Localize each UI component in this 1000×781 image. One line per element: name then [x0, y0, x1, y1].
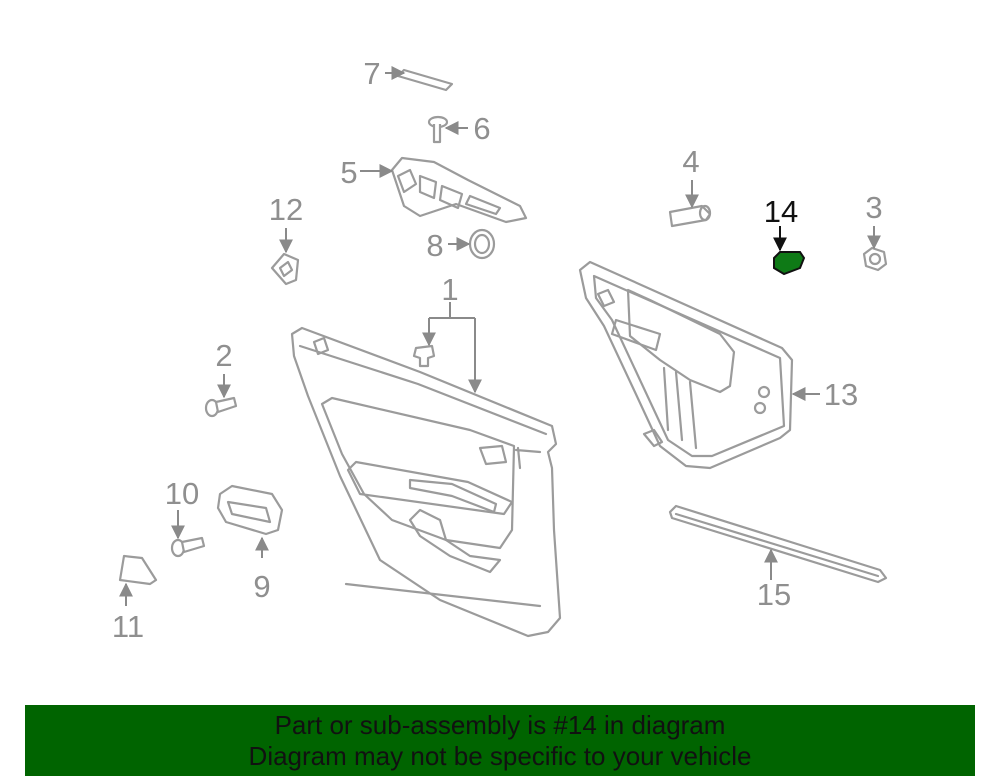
- banner-line-1: Part or sub-assembly is #14 in diagram: [274, 709, 726, 740]
- callout-8: 8: [426, 228, 443, 263]
- parts-diagram: 7 6 5 8 12: [112, 56, 888, 644]
- part-2-screw: 2: [204, 338, 238, 418]
- callout-14: 14: [764, 194, 798, 229]
- part-1-door-panel: 1: [290, 272, 562, 638]
- callout-1: 1: [441, 272, 458, 307]
- part-3-nut: 3: [862, 190, 888, 272]
- banner-line-2: Diagram may not be specific to your vehi…: [248, 740, 752, 771]
- callout-12: 12: [269, 192, 303, 227]
- callout-11: 11: [112, 609, 144, 644]
- callout-10: 10: [165, 476, 199, 511]
- part-14-cover-highlighted: 14: [764, 194, 806, 276]
- part-9-handle-bezel: 9: [216, 484, 284, 604]
- part-10-screw: 10: [165, 476, 206, 558]
- part-12-clip: 12: [269, 192, 303, 286]
- info-banner: Part or sub-assembly is #14 in diagram D…: [25, 705, 975, 776]
- part-6-pin: 6: [427, 111, 491, 146]
- callout-5: 5: [340, 155, 357, 190]
- part-13-door-frame: 13: [578, 260, 858, 470]
- callout-15: 15: [757, 577, 791, 612]
- part-4-clip: 4: [668, 144, 712, 228]
- part-5-switch-bezel: 5: [340, 155, 528, 224]
- callout-6: 6: [473, 111, 490, 146]
- callout-9: 9: [253, 569, 270, 604]
- callout-13: 13: [824, 377, 858, 412]
- callout-3: 3: [865, 190, 882, 225]
- callout-4: 4: [682, 144, 699, 179]
- part-8-grommet: 8: [426, 228, 496, 263]
- part-7-strip: 7: [363, 56, 454, 92]
- part-15-weatherstrip: 15: [668, 504, 888, 612]
- callout-2: 2: [215, 338, 232, 373]
- part-11-corner-trim: 11: [112, 554, 158, 644]
- callout-7: 7: [363, 56, 380, 91]
